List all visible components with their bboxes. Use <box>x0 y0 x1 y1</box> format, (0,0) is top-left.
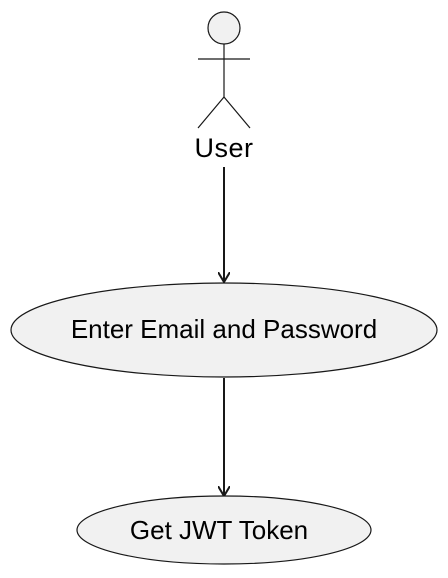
actor-head <box>207 11 241 45</box>
actor-left-leg <box>197 96 225 129</box>
use-case-ellipse <box>10 282 438 378</box>
use-case-get-jwt-token: Get JWT Token <box>76 495 372 565</box>
user-actor-icon <box>197 11 251 129</box>
use-case-label: Get JWT Token <box>130 515 308 545</box>
actor-label: User <box>194 133 253 163</box>
use-case-label: Enter Email and Password <box>71 314 377 344</box>
use-case-enter-credentials: Enter Email and Password <box>10 282 438 378</box>
actor-right-leg <box>223 96 251 129</box>
use-case-ellipse <box>76 495 372 565</box>
